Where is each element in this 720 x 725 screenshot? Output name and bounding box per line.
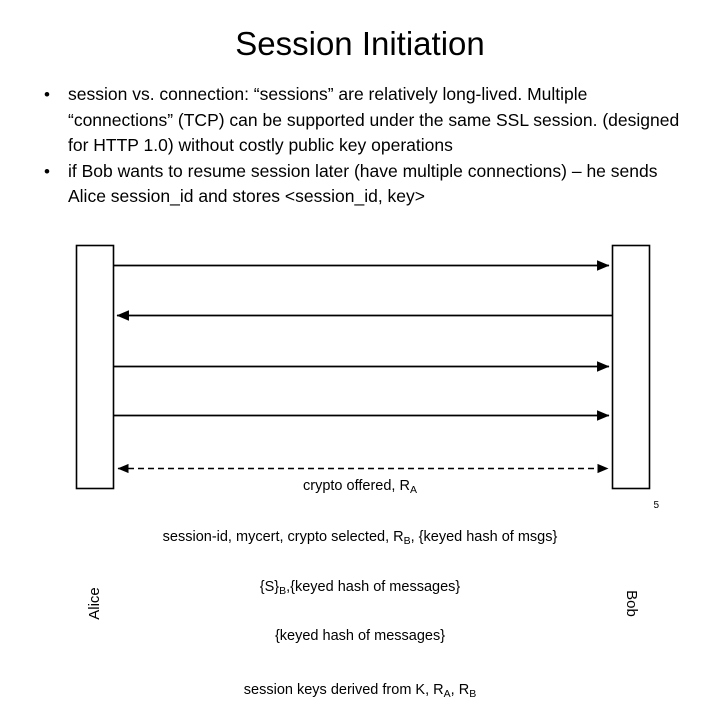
list-item-text: if Bob wants to resume session later (ha… (68, 160, 658, 207)
page-title: Session Initiation (235, 25, 485, 62)
slide-canvas: Session Initiation • session vs. connect… (0, 25, 720, 700)
message-label-crypto-offered: crypto offered, RA (303, 478, 417, 496)
sequence-diagram: Alice Bob crypto offered, RA session-id,… (0, 236, 720, 699)
bullet-point-icon: • (44, 161, 50, 181)
list-item: • session vs. connection: “sessions” are… (30, 82, 690, 159)
message-label-keyed-hash: {keyed hash of messages} (274, 628, 446, 644)
list-item: • if Bob wants to resume session later (… (30, 159, 690, 210)
lifeline-box-alice (75, 244, 115, 490)
slide-page-number: 5 (653, 500, 659, 511)
bullet-list: • session vs. connection: “sessions” are… (30, 82, 690, 210)
message-label-secret-keyed-hash: {S}B,{keyed hash of messages} (259, 579, 461, 597)
message-label-session-keys-derived: session keys derived from K, RA, RB (243, 682, 477, 700)
list-item-text: session vs. connection: “sessions” are r… (68, 84, 680, 155)
bullet-point-icon: • (44, 85, 50, 104)
message-label-session-id-mycert: session-id, mycert, crypto selected, RB,… (162, 529, 558, 547)
sequence-diagram-graphics (75, 244, 651, 490)
lifeline-box-bob (611, 244, 651, 490)
